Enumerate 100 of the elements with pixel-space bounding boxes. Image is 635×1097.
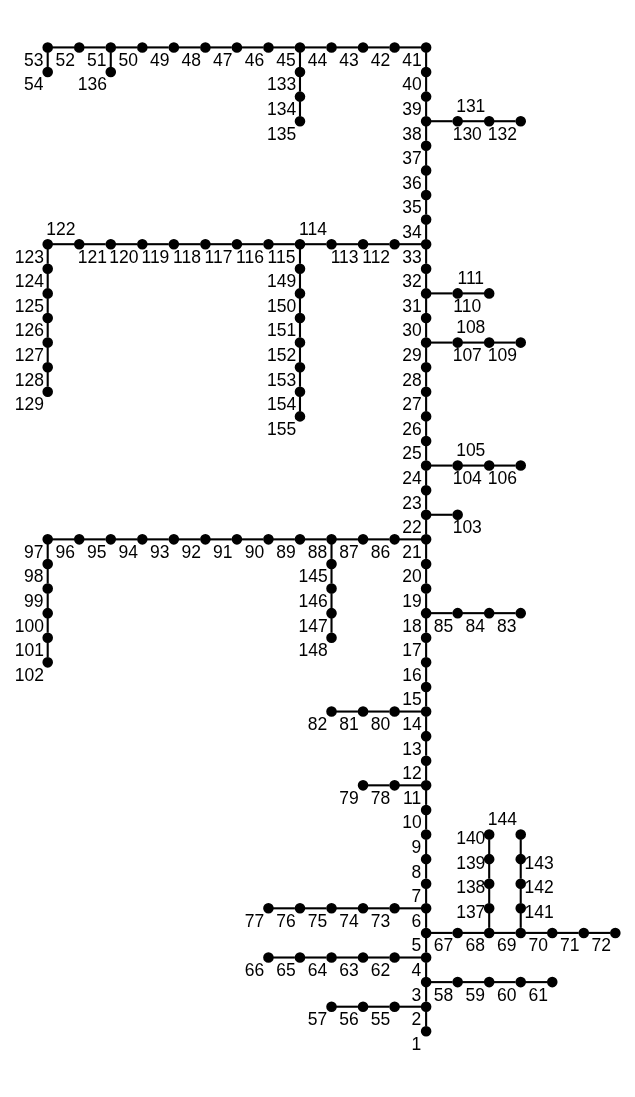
node-circle (546, 976, 558, 987)
node-circle (420, 804, 432, 815)
node-circle (73, 41, 85, 53)
connector (335, 710, 358, 713)
node-circle (105, 238, 117, 249)
node-circle (389, 705, 400, 717)
connector (425, 1010, 428, 1026)
node-label: 62 (370, 959, 391, 980)
node-label: 93 (150, 541, 170, 562)
node-label: 140 (456, 827, 486, 848)
node-label: 123 (14, 246, 44, 267)
connector (298, 322, 302, 338)
node-circle (357, 1000, 369, 1012)
connector (425, 248, 428, 264)
connector (304, 955, 327, 959)
node-label: 153 (266, 369, 297, 390)
connector (178, 242, 201, 245)
node-circle (294, 312, 306, 323)
node-label: 130 (452, 123, 482, 144)
node-circle (294, 287, 306, 299)
node-circle (420, 140, 432, 151)
node-label: 16 (402, 664, 422, 685)
node-circle (420, 754, 432, 766)
node-label: 49 (150, 49, 170, 70)
connector (519, 838, 522, 854)
node-circle (389, 779, 400, 791)
node-label: 36 (402, 172, 422, 193)
connector (425, 494, 428, 510)
node-label: 57 (307, 1008, 328, 1029)
node-circle (326, 582, 337, 594)
node-circle (200, 533, 211, 545)
node-circle (452, 976, 463, 987)
node-label: 97 (23, 541, 44, 562)
connector (519, 912, 522, 928)
node-circle (420, 681, 432, 692)
node-circle (357, 533, 369, 545)
connector (425, 150, 428, 165)
connector (298, 76, 302, 92)
node-label: 75 (307, 910, 328, 931)
node-circle (357, 41, 369, 53)
connector (52, 45, 75, 48)
node-label: 133 (266, 73, 297, 94)
node-circle (483, 902, 495, 914)
node-circle (105, 66, 117, 77)
connector (519, 887, 522, 903)
node-label: 5 (411, 934, 422, 955)
node-label: 125 (14, 295, 44, 316)
node-label: 3 (411, 984, 422, 1005)
node-circle (420, 90, 432, 102)
node-circle (42, 582, 53, 594)
node-circle (137, 238, 148, 249)
node-label: 145 (298, 565, 328, 586)
node-label: 32 (402, 270, 422, 291)
connector (298, 272, 302, 288)
node-circle (200, 238, 211, 249)
node-label: 85 (433, 615, 454, 636)
node-label: 51 (86, 49, 107, 70)
connector (425, 272, 428, 288)
connector (425, 986, 428, 1002)
connector (425, 174, 428, 190)
node-circle (42, 656, 53, 668)
connector (488, 838, 491, 854)
node-label: 121 (77, 246, 107, 267)
node-circle (326, 902, 337, 914)
node-label: 23 (402, 492, 422, 513)
connector (462, 119, 485, 122)
node-label: 9 (411, 836, 422, 857)
node-circle (452, 287, 463, 299)
node-circle (326, 533, 337, 545)
connector (52, 242, 75, 245)
node-label: 48 (181, 49, 202, 70)
connector (430, 119, 453, 122)
node-circle (420, 558, 432, 569)
node-circle (105, 533, 117, 545)
node-label: 38 (402, 123, 422, 144)
node-label: 142 (524, 876, 554, 897)
node-circle (420, 656, 432, 668)
node-circle (420, 631, 432, 643)
node-label: 18 (402, 615, 422, 636)
connector (588, 931, 611, 934)
node-label: 27 (402, 393, 422, 414)
node-label: 144 (487, 808, 517, 829)
node-label: 17 (402, 639, 422, 660)
node-label: 151 (266, 319, 297, 340)
node-circle (483, 459, 495, 471)
connector (488, 912, 491, 928)
connector (367, 710, 390, 713)
node-circle (294, 115, 306, 126)
connector (298, 248, 302, 264)
node-label: 26 (402, 418, 422, 439)
node-label: 146 (298, 590, 328, 611)
connector (335, 955, 358, 959)
node-label: 63 (339, 959, 359, 980)
node-circle (357, 951, 369, 963)
connector (519, 863, 522, 879)
node-circle (483, 115, 495, 126)
connector (46, 272, 49, 288)
connector (46, 371, 49, 387)
node-circle (515, 853, 526, 864)
connector (330, 543, 333, 559)
